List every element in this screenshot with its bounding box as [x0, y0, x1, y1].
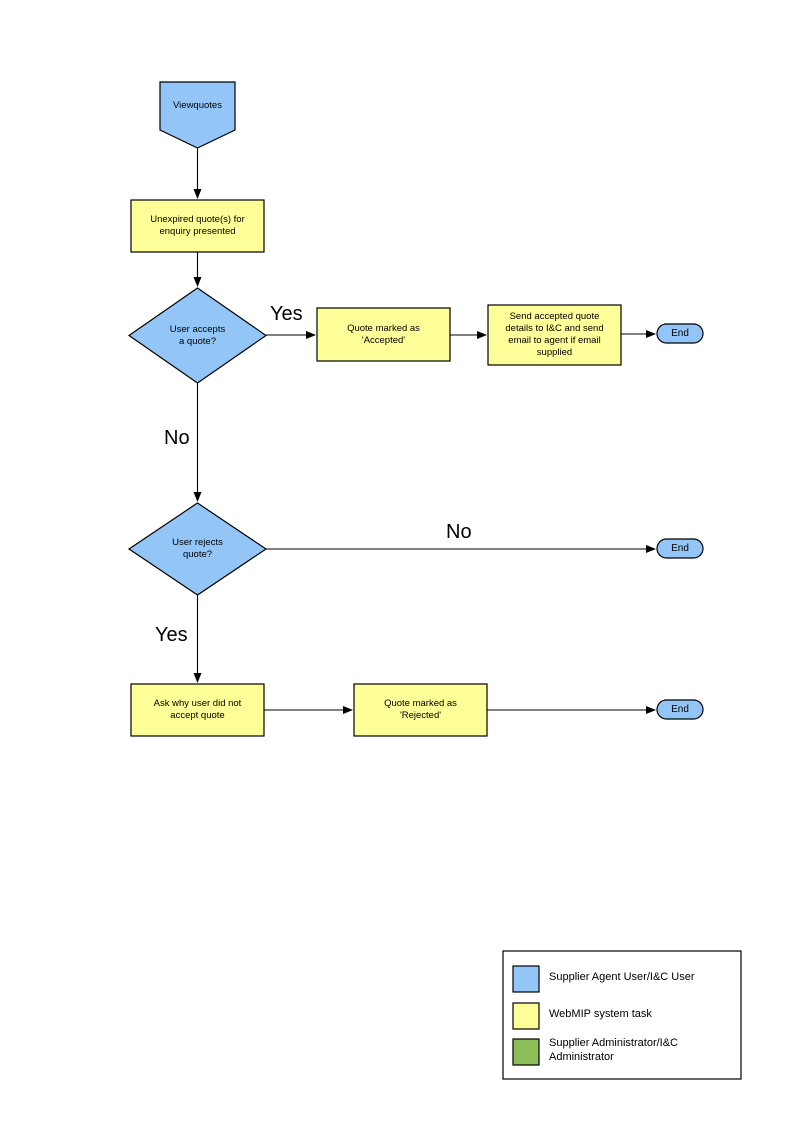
- edge-label-yes-rejects: Yes: [155, 624, 188, 646]
- node-start-viewquotes[interactable]: [159, 81, 236, 149]
- legend-box: [502, 950, 742, 1080]
- node-quote-marked-rejected[interactable]: [353, 683, 488, 737]
- edge-label-no-rejects: No: [446, 521, 472, 543]
- legend-item-supplier-admin-label: Supplier Administrator/I&C Administrator: [549, 1037, 678, 1063]
- node-quote-marked-accepted[interactable]: [316, 307, 451, 362]
- legend-swatch-webmip-system: [512, 1002, 540, 1030]
- node-decision-user-rejects[interactable]: [127, 502, 268, 596]
- node-send-accepted-details[interactable]: [487, 304, 622, 366]
- node-end-2-label: End: [671, 542, 689, 554]
- node-end-3-label: End: [671, 703, 689, 715]
- connectors: [193, 148, 656, 714]
- legend-swatch-supplier-admin: [512, 1038, 540, 1066]
- legend-item-webmip-system-label: WebMIP system task: [549, 1008, 652, 1020]
- node-ask-why-not-accepted[interactable]: [130, 683, 265, 737]
- node-end-3[interactable]: [656, 699, 704, 720]
- node-end-1-label: End: [671, 327, 689, 339]
- legend-swatch-supplier-agent: [512, 965, 540, 993]
- edge-label-no-accepts: No: [164, 427, 190, 449]
- node-decision-user-accepts[interactable]: [127, 287, 268, 384]
- edge-label-yes-accepts: Yes: [270, 303, 303, 325]
- node-unexpired-quotes[interactable]: [130, 199, 265, 253]
- legend-item-supplier-agent-label: Supplier Agent User/I&C User: [549, 971, 695, 983]
- node-end-1[interactable]: [656, 323, 704, 344]
- node-end-2[interactable]: [656, 538, 704, 559]
